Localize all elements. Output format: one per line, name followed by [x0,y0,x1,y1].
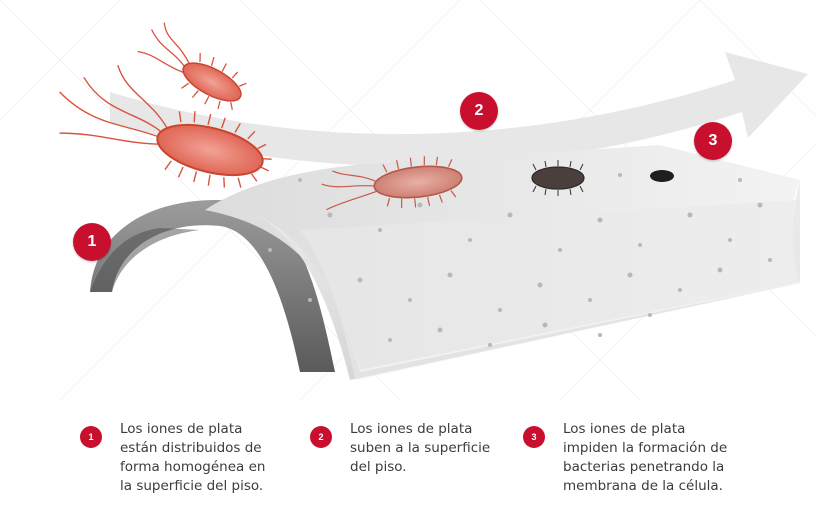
legend-text-2: Los iones de plata suben a la superficie… [350,421,491,475]
step-2-marker: 2 [460,92,498,130]
legend-badge-1: 1 [80,426,102,448]
legend-item-3: 3 Los iones de plata impiden la formació… [523,420,727,496]
bacterium-medium [321,156,463,211]
legend-text-3: Los iones de plata impiden la formación … [563,421,728,494]
legend-item-2: 2 Los iones de plata suben a la superfic… [310,420,490,477]
legend-text-1: Los iones de plata están distribuidos de… [120,421,266,494]
step-3-marker: 3 [694,122,732,160]
bacterium-large-top [137,22,247,110]
bacterium-dying [531,160,585,196]
bacterium-large [59,64,272,188]
step-1-marker: 1 [73,223,111,261]
floor-curl [90,200,335,372]
floor-front [245,180,800,380]
bacterium-dead [650,170,674,182]
upward-arrow [110,52,808,167]
legend-badge-3: 3 [523,426,545,448]
legend-badge-2: 2 [310,426,332,448]
silver-ion-dots [268,173,772,347]
legend-item-1: 1 Los iones de plata están distribuidos … [80,420,265,496]
silver-ions-illustration [0,0,817,400]
